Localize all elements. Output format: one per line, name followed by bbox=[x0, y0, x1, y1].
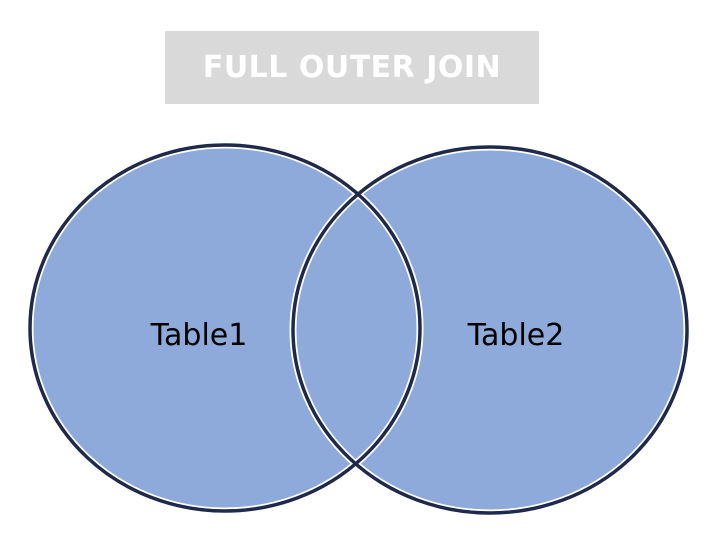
title-banner: FULL OUTER JOIN bbox=[165, 31, 539, 104]
diagram-title: FULL OUTER JOIN bbox=[202, 50, 502, 85]
table1-outline bbox=[28, 143, 422, 513]
table2-outline bbox=[291, 145, 689, 515]
table1-label: Table1 bbox=[150, 318, 248, 353]
table2-label: Table2 bbox=[467, 318, 565, 353]
